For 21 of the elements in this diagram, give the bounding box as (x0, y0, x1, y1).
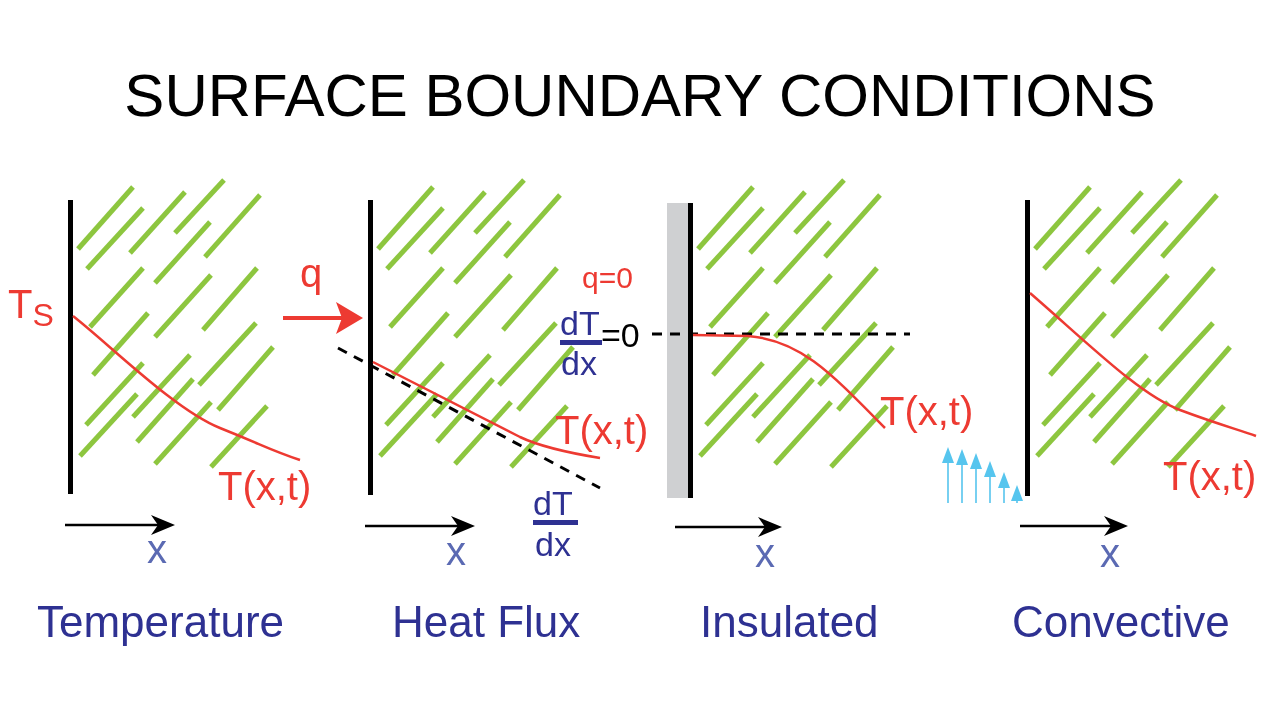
gradient-denominator: dx (561, 346, 597, 380)
temperature-profile-label: T(x,t) (880, 391, 974, 431)
panel-caption: Convective (1012, 600, 1230, 644)
axis-label: x (1100, 533, 1120, 573)
gradient-numerator: dT (560, 306, 600, 340)
panel-caption: Heat Flux (392, 600, 581, 644)
equation-text: =0 (601, 318, 640, 352)
axis-label: x (446, 531, 466, 571)
surface-temperature-label: T$_{S}$ (8, 284, 54, 324)
axis-label: x (755, 533, 775, 573)
temperature-profile-label: T(x,t) (1163, 456, 1257, 496)
temperature-profile-label: T(x,t) (218, 466, 312, 506)
title: SURFACE BOUNDARY CONDITIONS (124, 66, 1156, 126)
gradient-numerator: dT (533, 486, 573, 520)
temperature-profile-label: T(x,t) (555, 410, 649, 450)
heat-flux-label: q (300, 253, 323, 293)
gradient-denominator: dx (535, 527, 571, 561)
axis-label: x (147, 529, 167, 569)
panel-caption: Insulated (700, 600, 879, 644)
panel-caption: Temperature (37, 600, 284, 644)
heat-flux-label: q=0 (582, 263, 633, 293)
